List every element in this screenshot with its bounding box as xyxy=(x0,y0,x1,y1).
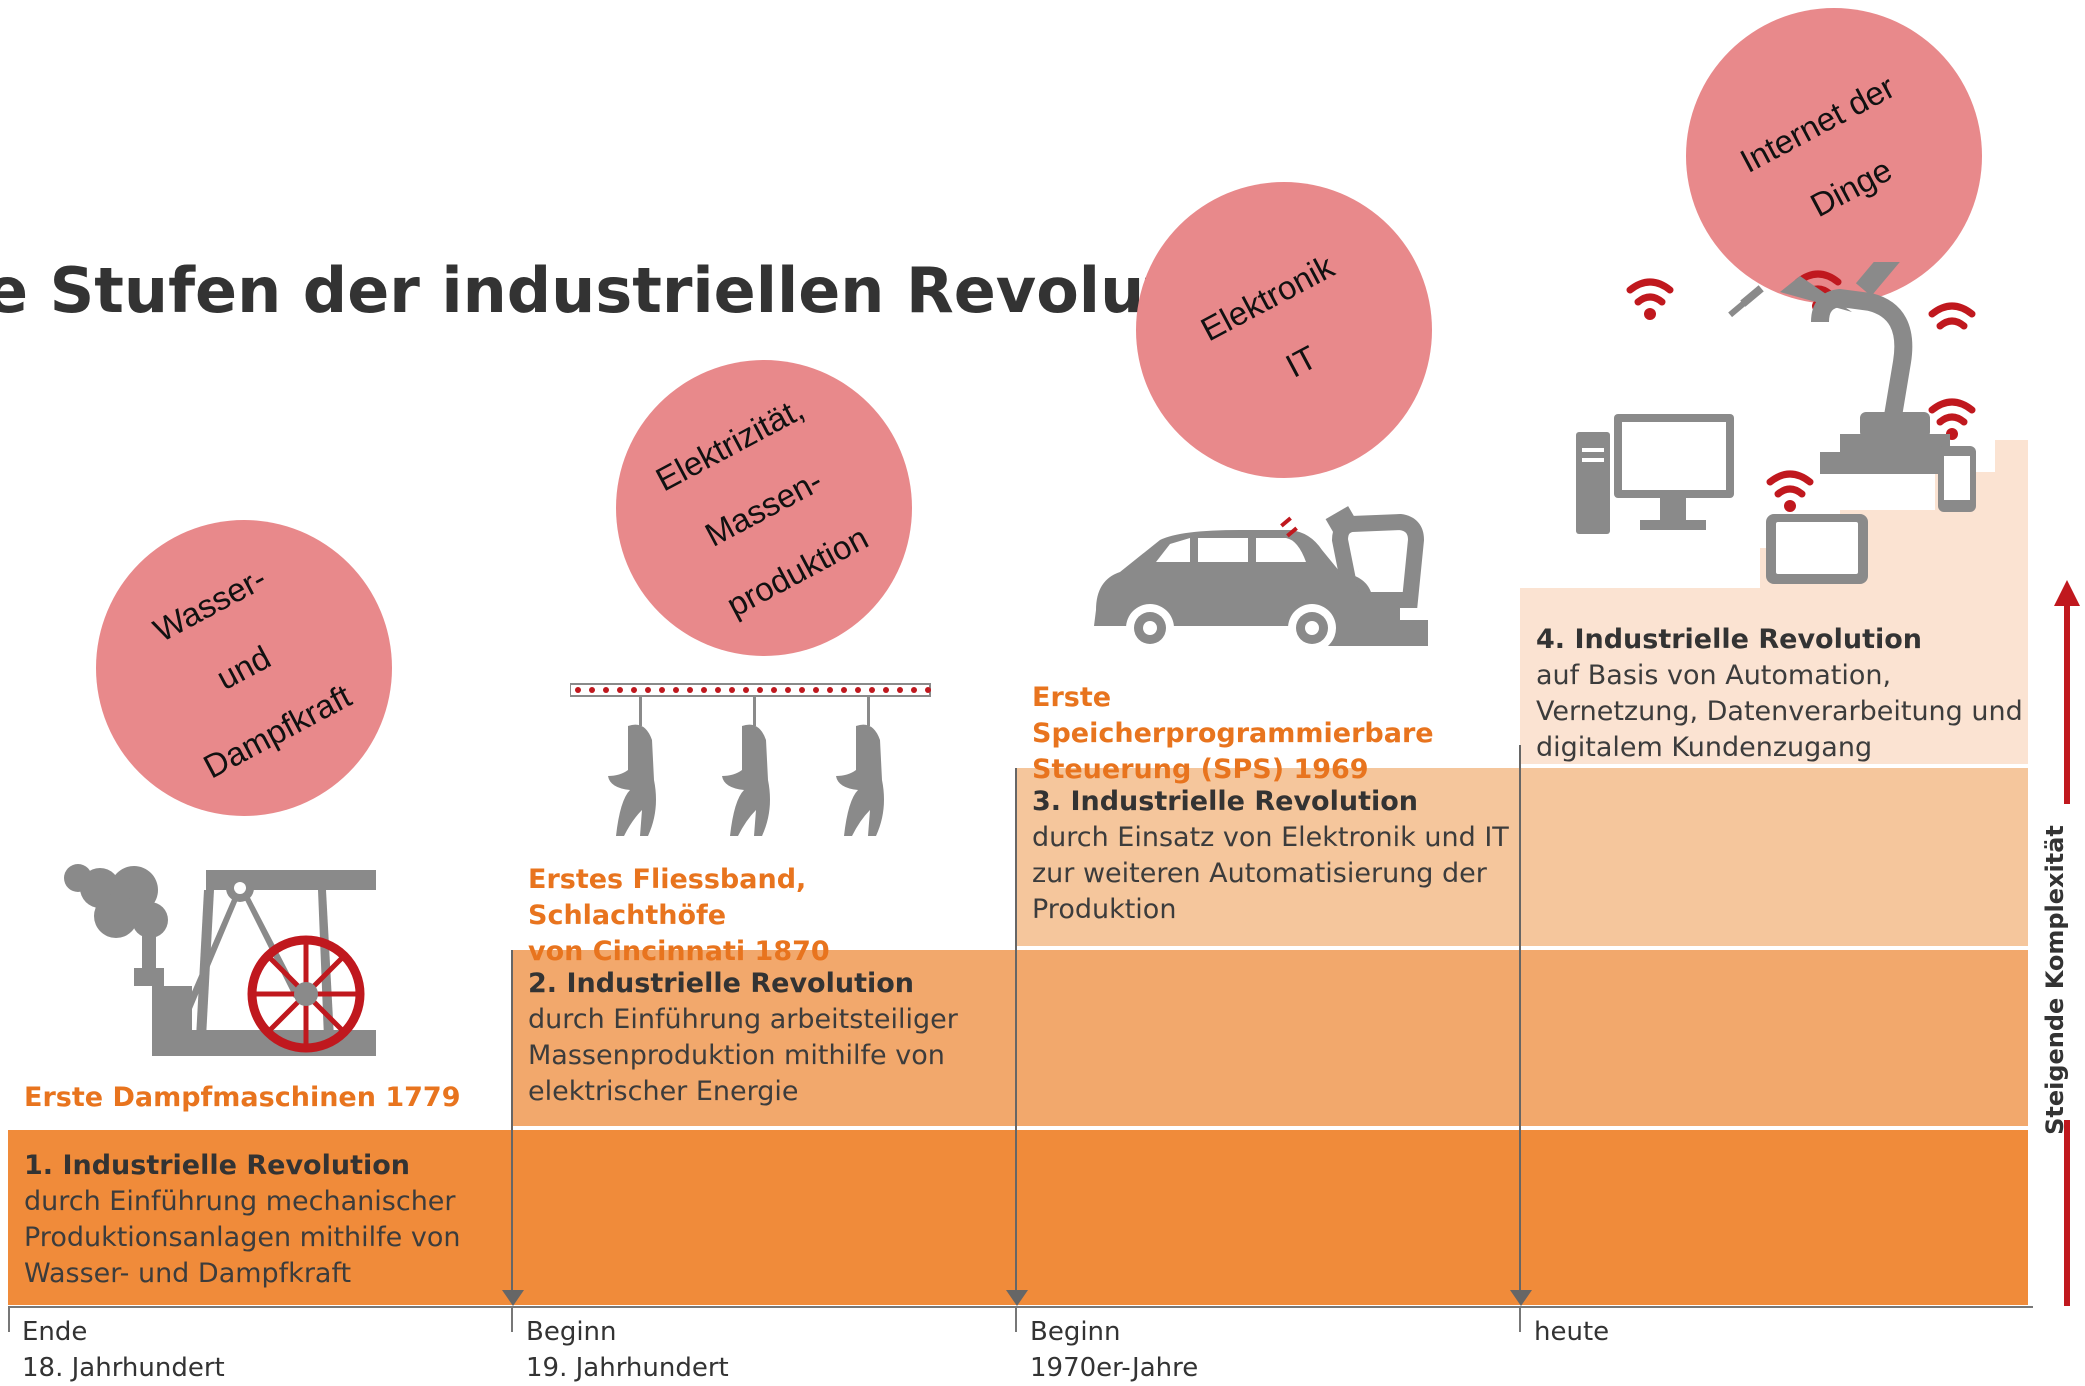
revolution-desc-line: auf Basis von Automation, xyxy=(1536,660,1892,691)
axis-tick xyxy=(511,1306,513,1332)
revolution-desc-line: durch Einführung arbeitsteiliger xyxy=(528,1004,958,1035)
timeline-line: Beginn xyxy=(526,1317,617,1347)
stair-step xyxy=(1840,510,2028,550)
stair-step xyxy=(1995,440,2028,474)
milestone-2: Erstes Fliessband, Schlachthöfe von Cinc… xyxy=(528,862,1008,970)
assembly-line-icon xyxy=(570,683,931,836)
milestone-1: Erste Dampfmaschinen 1779 xyxy=(24,1080,504,1116)
band-revolution-2 xyxy=(512,950,2028,1126)
era-divider xyxy=(1015,768,1017,1302)
revolution-desc-line: Vernetzung, Datenverarbeitung und xyxy=(1536,696,2023,727)
band-revolution-3 xyxy=(1016,768,2028,946)
up-arrow-icon xyxy=(2054,580,2080,1306)
revolution-3-text: 3. Industrielle Revolution durch Einsatz… xyxy=(1032,784,1532,928)
timeline-label-1: Ende 18. Jahrhundert xyxy=(22,1314,225,1386)
revolution-desc-line: Massenproduktion mithilfe von xyxy=(528,1040,945,1071)
bubble-wasser-dampfkraft: Wasser- und Dampfkraft xyxy=(96,520,392,816)
revolution-desc-line: elektrischer Energie xyxy=(528,1076,799,1107)
band-revolution-1 xyxy=(8,1130,2028,1305)
milestone-line: von Cincinnati 1870 xyxy=(528,936,830,967)
era-divider xyxy=(511,950,513,1302)
page-title: e Stufen der industriellen Revolution xyxy=(0,254,1282,327)
milestone-line: Steuerung (SPS) 1969 xyxy=(1032,754,1369,785)
timeline-label-4: heute xyxy=(1534,1314,1609,1350)
milestone-line: Erste Dampfmaschinen 1779 xyxy=(24,1082,461,1113)
timeline-line: 19. Jahrhundert xyxy=(526,1353,729,1383)
revolution-desc-line: Produktion xyxy=(1032,894,1177,925)
revolution-title: 2. Industrielle Revolution xyxy=(528,968,915,999)
stair-step xyxy=(1930,584,2028,588)
milestone-line: Erste Speicherprogrammierbare xyxy=(1032,682,1434,749)
timeline-axis xyxy=(8,1306,2033,1308)
divider-arrowhead xyxy=(1510,1290,1532,1306)
divider-arrowhead xyxy=(1006,1290,1028,1306)
revolution-4-text: 4. Industrielle Revolution auf Basis von… xyxy=(1536,622,2036,766)
axis-tick xyxy=(1015,1306,1017,1332)
timeline-line: 18. Jahrhundert xyxy=(22,1353,225,1383)
milestone-line: Erstes Fliessband, Schlachthöfe xyxy=(528,864,807,931)
revolution-desc-line: Produktionsanlagen mithilfe von xyxy=(24,1222,461,1253)
axis-tick xyxy=(1519,1306,1521,1332)
timeline-line: Beginn xyxy=(1030,1317,1121,1347)
milestone-3: Erste Speicherprogrammierbare Steuerung … xyxy=(1032,680,1512,788)
revolution-desc-line: Wasser- und Dampfkraft xyxy=(24,1258,352,1289)
revolution-1-text: 1. Industrielle Revolution durch Einführ… xyxy=(24,1148,504,1292)
iot-devices-icon xyxy=(1576,262,1976,584)
revolution-desc-line: digitalem Kundenzugang xyxy=(1536,732,1873,763)
timeline-line: 1970er-Jahre xyxy=(1030,1353,1199,1383)
timeline-label-3: Beginn 1970er-Jahre xyxy=(1030,1314,1198,1386)
timeline-line: heute xyxy=(1534,1317,1610,1347)
revolution-desc-line: durch Einführung mechanischer xyxy=(24,1186,456,1217)
revolution-title: 4. Industrielle Revolution xyxy=(1536,624,1923,655)
bubble-elektronik-it: Elektronik IT xyxy=(1136,182,1432,478)
revolution-desc-line: durch Einsatz von Elektronik und IT xyxy=(1032,822,1509,853)
revolution-title: 3. Industrielle Revolution xyxy=(1032,786,1419,817)
car-robot-icon xyxy=(1094,506,1428,652)
revolution-2-text: 2. Industrielle Revolution durch Einführ… xyxy=(528,966,1008,1110)
era-divider xyxy=(1519,745,1521,1302)
bubble-internet-der-dinge: Internet der Dinge xyxy=(1686,8,1982,304)
bubble-elektrizitaet: Elektrizität, Massen- produktion xyxy=(616,360,912,656)
band-revolution-4 xyxy=(1520,588,2028,764)
axis-tick xyxy=(8,1306,10,1332)
revolution-desc-line: zur weiteren Automatisierung der xyxy=(1032,858,1487,889)
steam-engine-icon xyxy=(64,864,376,1056)
timeline-line: Ende xyxy=(22,1317,88,1347)
divider-arrowhead xyxy=(502,1290,524,1306)
revolution-title: 1. Industrielle Revolution xyxy=(24,1150,411,1181)
timeline-label-2: Beginn 19. Jahrhundert xyxy=(526,1314,729,1386)
